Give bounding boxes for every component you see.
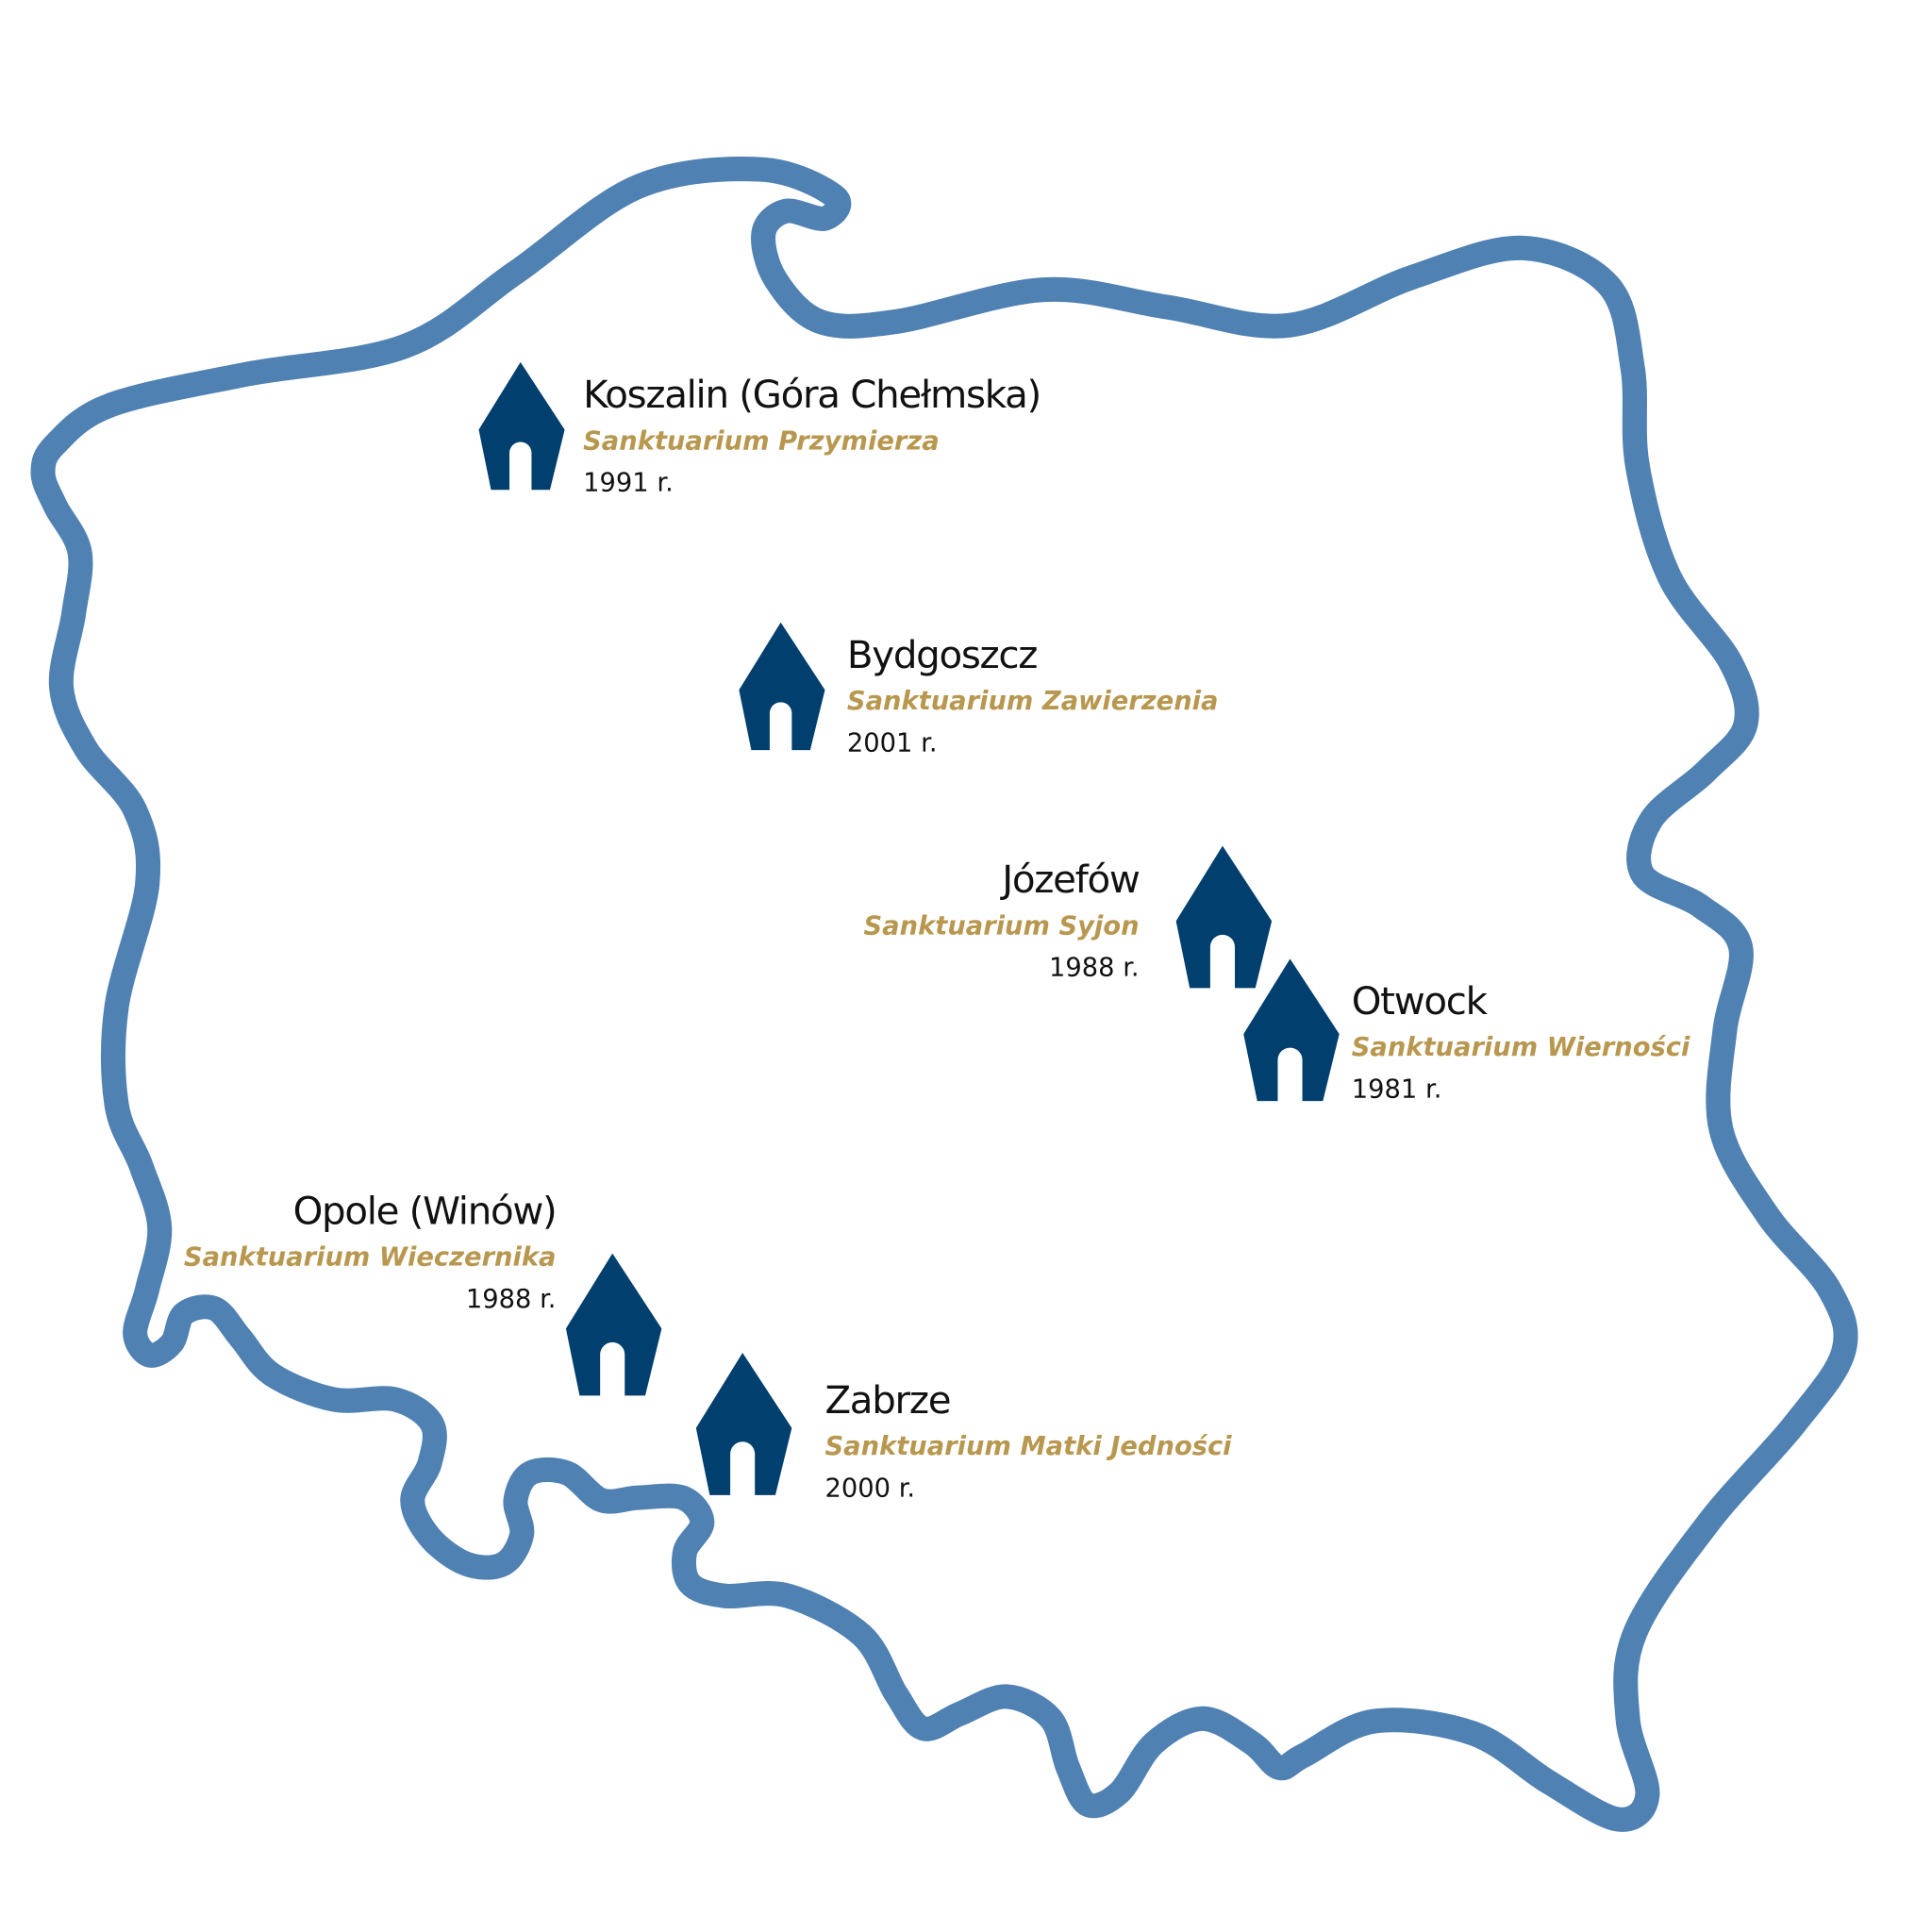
year: 2000 r.: [824, 1473, 916, 1503]
church-icon: [1175, 845, 1273, 989]
place-zabrze: Zabrze Sanktuarium Matki Jedności 2000 r…: [824, 1376, 1231, 1509]
sanctuary-name: Sanktuarium Matki Jedności: [824, 1431, 1232, 1461]
city-name: Otwock: [1351, 979, 1488, 1024]
place-koszalin: Koszalin (Góra Chełmska) Sanktuarium Prz…: [583, 371, 1041, 504]
year: 1981 r.: [1351, 1074, 1442, 1104]
year: 2001 r.: [846, 727, 938, 758]
church-icon: [478, 361, 565, 491]
church-icon: [1243, 958, 1340, 1102]
church-icon: [739, 622, 825, 751]
city-name: Zabrze: [824, 1378, 951, 1424]
place-bydgoszcz: Bydgoszcz Sanktuarium Zawierzenia 2001 r…: [847, 631, 1219, 764]
year: 1988 r.: [465, 1284, 557, 1314]
sanctuary-name: Sanktuarium Wieczernika: [183, 1241, 557, 1273]
sanctuary-name: Sanktuarium Przymierza: [583, 425, 940, 456]
city-name: Koszalin (Góra Chełmska): [583, 373, 1041, 418]
year: 1991 r.: [583, 467, 674, 498]
sanctuary-name: Sanktuarium Zawierzenia: [846, 686, 1219, 716]
church-icon: [695, 1353, 792, 1495]
sanctuary-name: Sanktuarium Syjon: [863, 910, 1140, 941]
city-name: Bydgoszcz: [846, 633, 1039, 678]
year: 1988 r.: [1048, 952, 1140, 983]
place-jozefow: Józefów Sanktuarium Syjon 1988 r.: [863, 856, 1141, 989]
place-otwock: Otwock Sanktuarium Wierności 1981 r.: [1352, 977, 1690, 1110]
place-opole: Opole (Winów) Sanktuarium Wieczernika 19…: [183, 1187, 558, 1320]
church-icon: [565, 1253, 662, 1396]
poland-border-outline: [30, 157, 1858, 1832]
city-name: Opole (Winów): [292, 1189, 558, 1234]
sanctuary-name: Sanktuarium Wierności: [1351, 1032, 1690, 1062]
city-name: Józefów: [1002, 858, 1141, 903]
